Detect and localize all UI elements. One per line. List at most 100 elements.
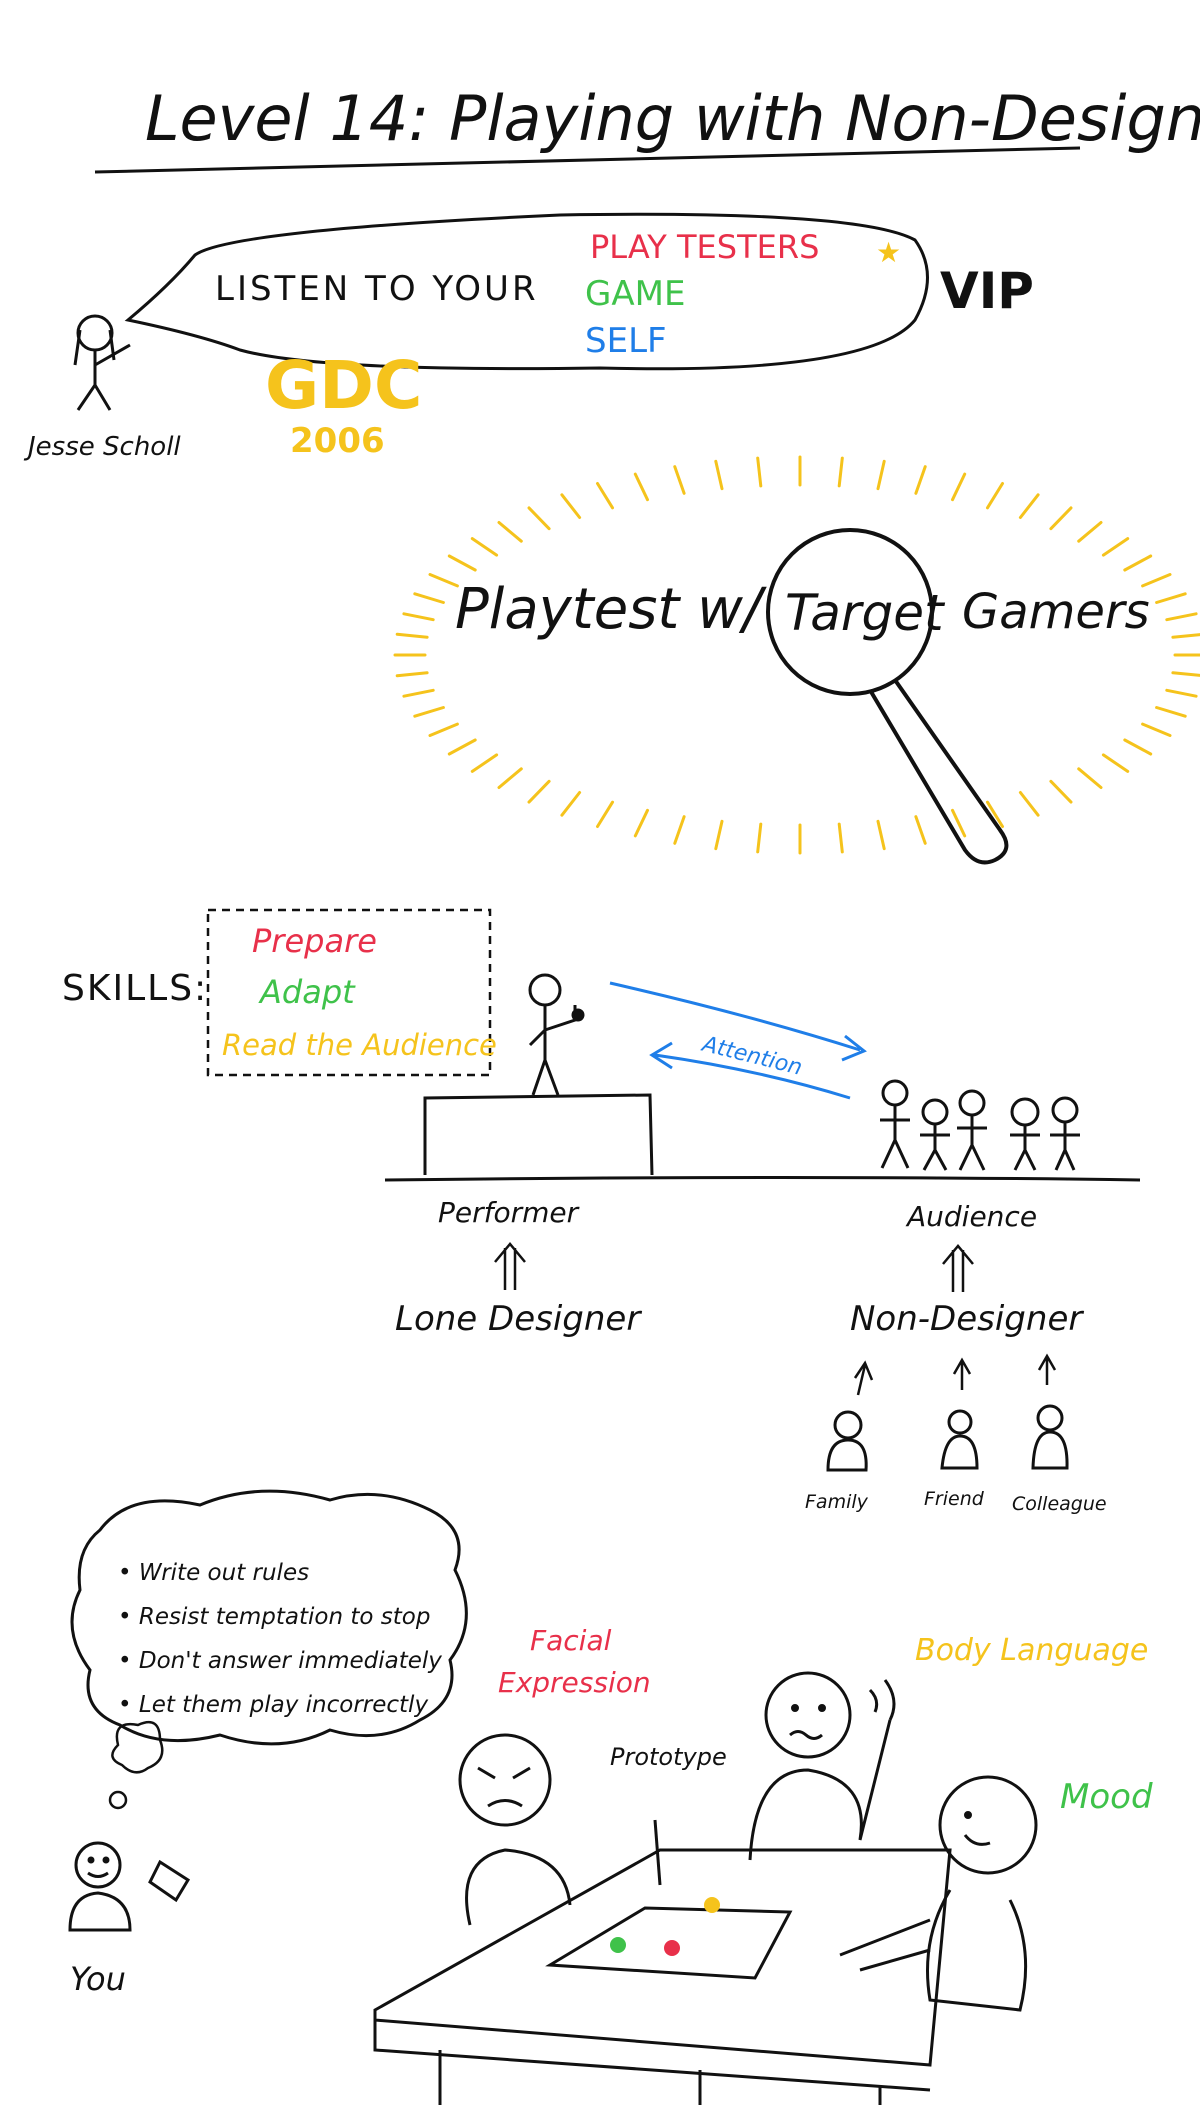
tip-item: • Write out rules xyxy=(118,1560,309,1586)
group-friend: Friend xyxy=(924,1488,985,1510)
yellow-game-piece xyxy=(704,1897,720,1913)
sun-ray xyxy=(499,523,521,542)
sun-ray xyxy=(839,458,842,486)
sun-ray xyxy=(1173,673,1200,676)
players xyxy=(460,1673,1036,2010)
sun-ray xyxy=(716,821,722,848)
sun-ray xyxy=(916,467,925,494)
sun-ray xyxy=(1157,708,1186,717)
audience-label: Audience xyxy=(905,1200,1037,1233)
event-name: GDC xyxy=(265,347,422,424)
sun-ray xyxy=(1125,740,1151,754)
sun-ray xyxy=(562,495,580,518)
sun-ray xyxy=(404,690,433,696)
you-label: You xyxy=(70,1960,126,1998)
sun-ray xyxy=(430,724,457,735)
option-play-testers: PLAY TESTERS xyxy=(590,228,819,266)
page-title: Level 14: Playing with Non-Designers xyxy=(145,82,1200,155)
audience-member xyxy=(1010,1099,1040,1170)
sun-ray xyxy=(675,817,684,844)
sun-ray xyxy=(1051,508,1071,529)
skills-label: SKILLS: xyxy=(62,968,208,1009)
sun-ray xyxy=(1143,724,1170,735)
sun-ray xyxy=(1167,614,1196,620)
audience-member xyxy=(920,1100,950,1170)
family-person-icon xyxy=(828,1412,866,1470)
worried-face-icon xyxy=(766,1673,850,1757)
sun-ray xyxy=(1079,769,1101,788)
option-self: SELF xyxy=(585,321,667,361)
mood-label: Mood xyxy=(1060,1777,1153,1817)
playtest-text: Playtest w/ xyxy=(455,577,767,642)
sun-ray xyxy=(1020,793,1038,816)
prototype-label: Prototype xyxy=(610,1743,727,1771)
sun-ray xyxy=(449,556,475,570)
facial-label-2: Expression xyxy=(498,1666,651,1699)
magnifier-handle xyxy=(870,680,1006,862)
red-game-piece xyxy=(664,1940,680,1956)
colleague-person-icon xyxy=(1033,1406,1067,1468)
stage-diagram: Attention Performer Audience Lone Design… xyxy=(385,975,1140,1515)
body-language-label: Body Language xyxy=(915,1633,1148,1668)
sun-ray xyxy=(635,810,647,836)
sunburst-rays xyxy=(395,457,1200,853)
playtest-section: Playtest w/ Target Gamers xyxy=(395,457,1200,862)
speaker-figure xyxy=(75,316,130,410)
sun-ray xyxy=(635,474,647,500)
sun-ray xyxy=(404,614,433,620)
sun-ray xyxy=(1103,755,1127,772)
game-table xyxy=(375,1820,950,2105)
non-designer-label: Non-Designer xyxy=(850,1299,1084,1339)
sun-ray xyxy=(598,484,613,508)
sun-ray xyxy=(449,740,475,754)
option-game: GAME xyxy=(585,274,685,314)
sun-ray xyxy=(430,575,457,586)
floor-line xyxy=(385,1178,1140,1181)
sun-ray xyxy=(1173,634,1200,637)
tip-item: • Let them play incorrectly xyxy=(118,1692,428,1718)
sun-ray xyxy=(839,824,842,852)
sun-ray xyxy=(1157,594,1186,603)
vip-label: VIP xyxy=(940,262,1034,320)
skill-prepare: Prepare xyxy=(252,922,377,960)
performer-label: Performer xyxy=(438,1196,580,1229)
tips-section: • Write out rules • Resist temptation to… xyxy=(70,1491,466,1998)
performer-figure xyxy=(530,975,583,1095)
sun-ray xyxy=(397,673,427,676)
thought-bubble-small xyxy=(112,1722,162,1772)
quote-prefix: LISTEN TO YOUR xyxy=(215,269,539,309)
sun-ray xyxy=(472,755,496,772)
sun-ray xyxy=(415,708,444,717)
facial-label-1: Facial xyxy=(530,1624,612,1657)
tip-item: • Don't answer immediately xyxy=(118,1648,442,1674)
arrow-up-icon xyxy=(855,1356,1055,1395)
star-icon: ★ xyxy=(876,236,901,269)
sun-ray xyxy=(415,594,444,603)
skills-section: SKILLS: Prepare Adapt Read the Audience xyxy=(62,910,497,1075)
title-block: Level 14: Playing with Non-Designers xyxy=(95,82,1200,172)
sun-ray xyxy=(716,461,722,488)
sun-ray xyxy=(878,821,884,848)
frowning-face-icon xyxy=(460,1735,550,1825)
skill-adapt: Adapt xyxy=(258,973,356,1011)
thought-bubble-dot xyxy=(110,1792,126,1808)
sun-ray xyxy=(916,817,925,844)
tip-item: • Resist temptation to stop xyxy=(118,1604,430,1630)
target-text: Target xyxy=(785,584,946,642)
group-family: Family xyxy=(805,1491,869,1513)
sun-ray xyxy=(562,793,580,816)
sun-ray xyxy=(675,467,684,494)
lone-designer-label: Lone Designer xyxy=(395,1299,642,1339)
sun-ray xyxy=(1103,539,1127,556)
friend-person-icon xyxy=(942,1411,977,1468)
double-arrow-icon xyxy=(495,1244,973,1292)
event-year: 2006 xyxy=(290,421,385,461)
table-scene: Facial Expression Prototype Body Languag… xyxy=(375,1624,1153,2105)
you-figure xyxy=(70,1843,188,1930)
audience-member xyxy=(957,1091,987,1170)
sun-ray xyxy=(1020,495,1038,518)
audience-figures xyxy=(880,1081,1080,1170)
sun-ray xyxy=(1167,690,1196,696)
sun-ray xyxy=(878,461,884,488)
